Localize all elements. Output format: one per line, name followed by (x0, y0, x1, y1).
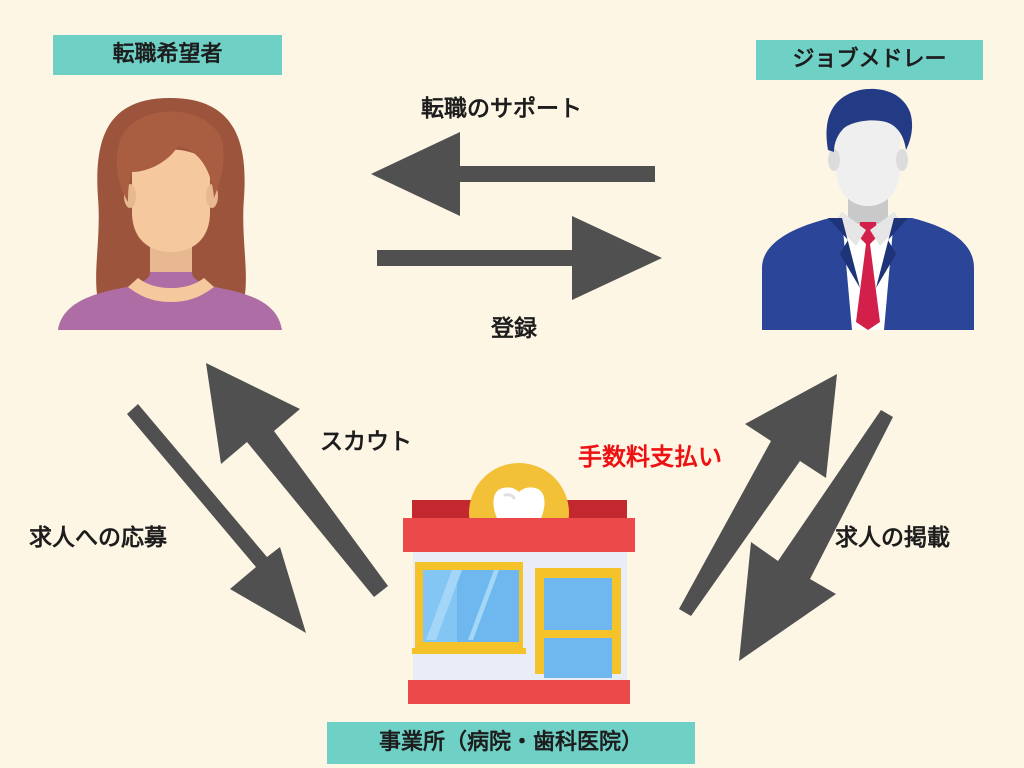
scout-arrow (206, 363, 388, 597)
support-label: 転職のサポート (421, 96, 582, 122)
job-medley-label: ジョブメドレー (792, 47, 947, 72)
clinic-building-icon (403, 463, 635, 704)
job-seeker-tag: 転職希望者 (53, 35, 282, 75)
woman-icon (58, 98, 282, 330)
support-arrow (371, 132, 655, 216)
job-medley-tag: ジョブメドレー (756, 40, 983, 80)
register-arrow (377, 216, 662, 300)
fee-arrow (679, 374, 837, 616)
clinic-label: 事業所（病院・歯科医院） (378, 730, 643, 755)
fee-label: 手数料支払い (578, 443, 722, 471)
register-label: 登録 (491, 316, 537, 342)
apply-label: 求人への応募 (29, 525, 167, 551)
arrow-group (127, 132, 893, 661)
posting-label: 求人の掲載 (835, 525, 950, 551)
businessman-icon (762, 88, 974, 330)
job-seeker-label: 転職希望者 (112, 42, 223, 67)
apply-arrow (127, 404, 306, 633)
clinic-tag: 事業所（病院・歯科医院） (327, 722, 695, 764)
scout-label: スカウト (320, 429, 412, 455)
posting-arrow (739, 410, 893, 661)
